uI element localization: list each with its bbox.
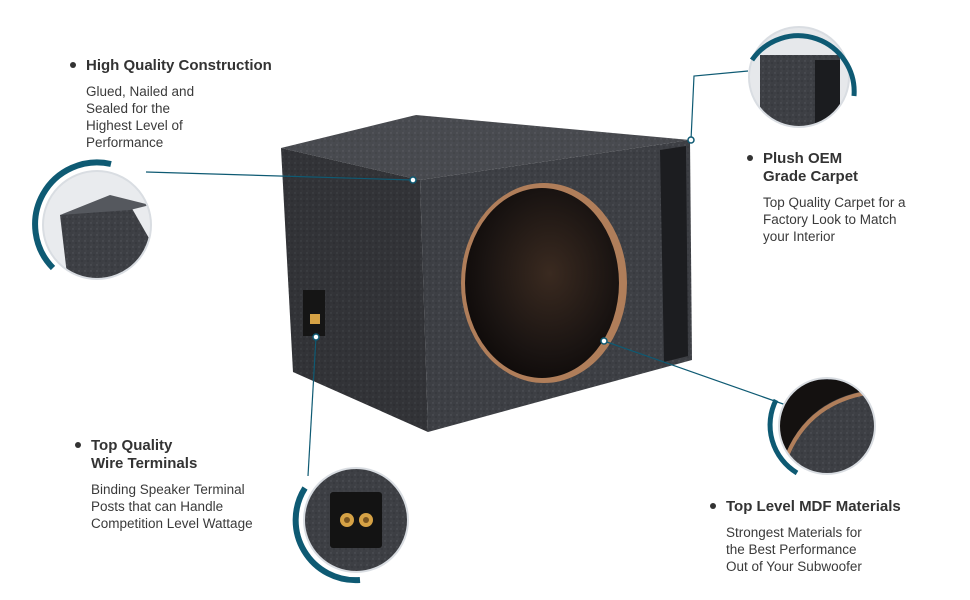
callout-construction: High Quality Construction Glued, Nailed … — [68, 57, 308, 151]
callout-heading: Top Quality Wire Terminals — [73, 437, 293, 473]
detail-circle-carpet — [748, 26, 857, 128]
bullet-dot-icon — [710, 503, 716, 509]
terminal-cup — [303, 290, 325, 336]
bullet-dot-icon — [70, 62, 76, 68]
callout-carpet: Plush OEM Grade Carpet Top Quality Carpe… — [745, 150, 945, 245]
callout-heading: Plush OEM Grade Carpet — [745, 150, 945, 186]
bullet-dot-icon — [747, 155, 753, 161]
callout-description: Glued, Nailed and Sealed for the Highest… — [86, 84, 195, 150]
callout-heading: Top Level MDF Materials — [708, 498, 948, 516]
callout-description: Top Quality Carpet for a Factory Look to… — [763, 195, 906, 244]
callout-description: Binding Speaker Terminal Posts that can … — [91, 482, 253, 531]
anchor-dots — [312, 136, 695, 345]
detail-circle-terminals — [292, 467, 409, 584]
callout-mdf: Top Level MDF Materials Strongest Materi… — [708, 498, 948, 575]
port-slot — [660, 146, 688, 362]
leader-lines — [145, 70, 787, 477]
callout-heading: High Quality Construction — [68, 57, 308, 75]
detail-circle-mdf — [767, 377, 876, 476]
callout-description: Strongest Materials for the Best Perform… — [726, 525, 862, 574]
bullet-dot-icon — [75, 442, 81, 448]
callout-terminals: Top Quality Wire Terminals Binding Speak… — [73, 437, 293, 532]
detail-circle-construction — [32, 159, 152, 280]
enclosure-box — [281, 115, 692, 432]
